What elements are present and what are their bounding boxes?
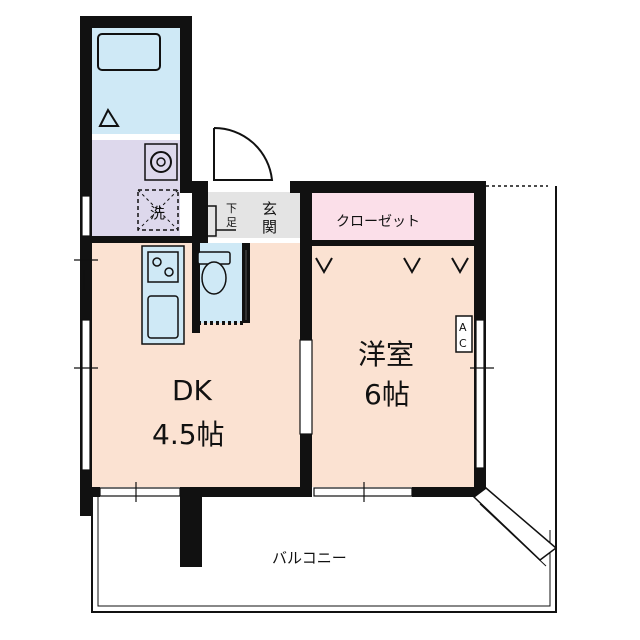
washer-label: 洗 xyxy=(150,204,165,222)
entrance-label: 玄 xyxy=(262,200,277,218)
western-room-floor xyxy=(312,246,474,487)
closet-label: クローゼット xyxy=(336,214,420,230)
closet-area xyxy=(312,193,474,242)
svg-text:関: 関 xyxy=(262,218,277,236)
dk-size: 4.5帖 xyxy=(152,418,225,451)
svg-text:足: 足 xyxy=(226,216,237,229)
svg-text:C: C xyxy=(459,337,467,350)
bathtub-icon xyxy=(97,33,161,71)
balcony-outline xyxy=(91,186,557,613)
sink-icon xyxy=(147,295,179,339)
ac-unit-icon xyxy=(455,315,473,353)
balcony-partition xyxy=(472,487,558,561)
svg-text:A: A xyxy=(459,321,467,334)
entry-door-icon xyxy=(213,126,274,181)
stove-icon xyxy=(147,251,179,283)
western-room-size: 6帖 xyxy=(364,378,410,411)
dk-name: DK xyxy=(172,374,213,407)
bath-corner-icon xyxy=(98,107,120,127)
western-room-name: 洋室 xyxy=(358,338,414,371)
svg-text:下: 下 xyxy=(226,202,237,215)
entrance-area xyxy=(200,192,300,238)
washer-space-icon xyxy=(137,189,179,231)
windows xyxy=(74,195,494,502)
toilet-icon xyxy=(201,261,227,295)
washbasin-icon xyxy=(144,143,178,181)
balcony-label: バルコニー xyxy=(272,549,347,567)
